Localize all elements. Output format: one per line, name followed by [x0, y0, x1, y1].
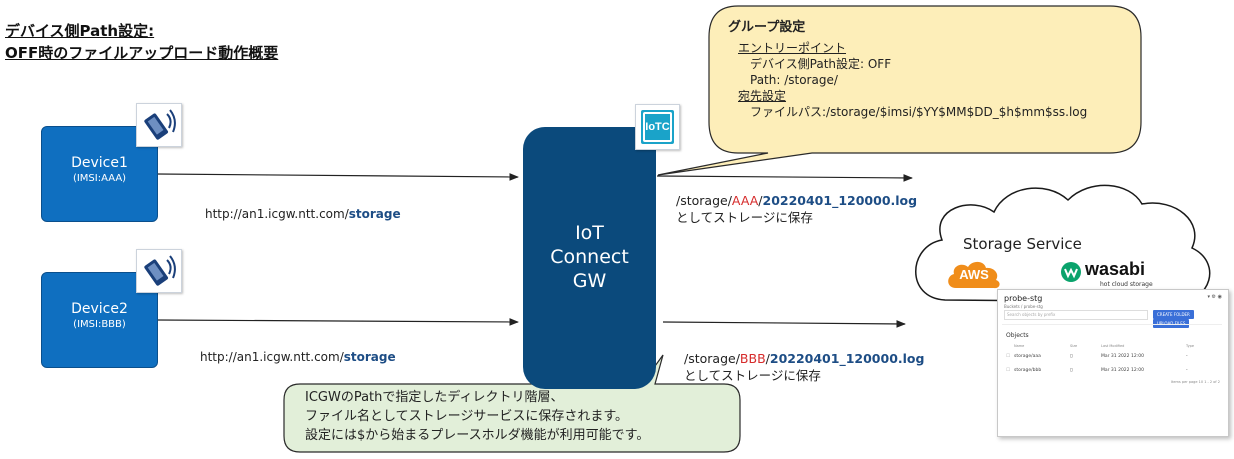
- iotc-badge-icon: IoTC: [635, 104, 680, 150]
- device1-url: http://an1.icgw.ntt.com/storage: [205, 207, 401, 221]
- row-modified: Mar 31 2022 12:00: [1101, 354, 1144, 359]
- wasabi-logo: wasabi hot cloud storage: [1060, 259, 1160, 290]
- col-name: Name: [1014, 344, 1025, 348]
- dest1-imsi: AAA: [731, 193, 759, 208]
- device2-url: http://an1.icgw.ntt.com/storage: [200, 350, 396, 364]
- bottom-note-line-3: 設定には$から始まるプレースホルダ機能が利用可能です。: [305, 428, 650, 443]
- wasabi-mark-icon: [1061, 262, 1081, 282]
- arrow-gw-storage-1: [656, 174, 913, 182]
- device1-url-prefix: http://an1.icgw.ntt.com/: [205, 207, 349, 221]
- console-bucket-name: probe-stg: [1004, 294, 1043, 303]
- row-checkbox[interactable]: ☐: [1006, 368, 1011, 373]
- device2-sim-icon: [136, 249, 182, 293]
- device1-url-path: storage: [348, 207, 401, 221]
- note-callout-shape: [283, 354, 741, 453]
- create-folder-button[interactable]: CREATE FOLDER: [1153, 310, 1194, 319]
- col-size: Size: [1070, 344, 1078, 348]
- row-type: -: [1186, 368, 1188, 373]
- dest2-prefix: /storage/: [684, 351, 740, 366]
- bottom-note: ICGWのPathで指定したディレクトリ階層、 ファイル名としてストレージサービ…: [305, 388, 649, 445]
- entry-point-label: エントリーポイント: [738, 41, 847, 55]
- storage-console-screenshot: probe-stg Buckets / probe-stg ▾ ⚙ ◉ Sear…: [997, 289, 1229, 437]
- dest2-file: 20220401_120000.log: [769, 351, 925, 366]
- device2-url-path: storage: [343, 350, 396, 364]
- title-line-2: OFF時のファイルアップロード動作概要: [5, 44, 279, 62]
- row-modified: Mar 31 2022 12:00: [1101, 368, 1144, 373]
- pagination: Items per page 10 1 - 2 of 2: [1170, 380, 1220, 384]
- dest1-suffix: としてストレージに保存: [676, 210, 813, 225]
- row-type: -: [1186, 354, 1188, 359]
- aws-logo-text: AWS: [959, 267, 989, 282]
- col-type: Type: [1186, 344, 1195, 348]
- console-buttons: CREATE FOLDER UPLOAD FILES: [1153, 310, 1228, 328]
- arrow-device1-gw: [156, 173, 519, 181]
- console-search-input[interactable]: Search objects by prefix: [1004, 310, 1148, 320]
- dest1-file: 20220401_120000.log: [762, 193, 918, 208]
- group-callout: グループ設定 エントリーポイント デバイス側Path設定: OFF Path: …: [728, 20, 1133, 120]
- entry-path: Path: /storage/: [750, 73, 838, 87]
- dest2-sep: /: [765, 351, 770, 366]
- storage-service-label: Storage Service: [963, 235, 1082, 253]
- gw-line-2: Connect: [550, 246, 629, 268]
- dest2-imsi: BBB: [739, 351, 766, 366]
- arrow-gw-storage-2: [662, 320, 906, 328]
- console-divider: [1002, 324, 1222, 325]
- aws-logo: AWS: [944, 258, 1004, 294]
- page-title: デバイス側Path設定: OFF時のファイルアップロード動作概要: [5, 20, 278, 64]
- row-checkbox[interactable]: ☐: [1006, 354, 1011, 359]
- console-breadcrumb: Buckets / probe-stg: [1004, 304, 1043, 309]
- arrow-device2-gw: [156, 318, 519, 326]
- dest1-prefix: /storage/: [676, 193, 732, 208]
- destination-label: 宛先設定: [738, 89, 787, 103]
- file-icon: ▯: [1070, 368, 1073, 373]
- gw-line-1: IoT: [575, 222, 604, 244]
- device2-url-prefix: http://an1.icgw.ntt.com/: [200, 350, 344, 364]
- wasabi-tagline: hot cloud storage: [1100, 281, 1153, 288]
- row-name: storage/aaa: [1014, 354, 1041, 359]
- group-callout-heading: グループ設定: [728, 20, 806, 35]
- wasabi-wordmark: wasabi: [1085, 259, 1146, 279]
- objects-heading: Objects: [1006, 332, 1029, 339]
- dest1-sep: /: [758, 193, 763, 208]
- destination-2: /storage/BBB/20220401_120000.log としてストレー…: [684, 350, 924, 384]
- dest2-suffix: としてストレージに保存: [684, 368, 821, 383]
- bottom-note-line-1: ICGWのPathで指定したディレクトリ階層、: [305, 390, 564, 405]
- device2-name: Device2: [71, 301, 128, 317]
- device2-imsi: (IMSI:BBB): [73, 319, 126, 330]
- destination-1: /storage/AAA/20220401_120000.log としてストレー…: [676, 192, 917, 226]
- file-icon: ▯: [1070, 354, 1073, 359]
- device1-name: Device1: [71, 155, 128, 171]
- upload-files-button[interactable]: UPLOAD FILES: [1153, 319, 1190, 328]
- group-callout-shape: [657, 5, 1142, 176]
- gw-line-3: GW: [572, 270, 607, 292]
- row-name: storage/bbb: [1014, 368, 1042, 373]
- console-toolbar-icons: ▾ ⚙ ◉: [1207, 294, 1222, 300]
- title-line-1: デバイス側Path設定:: [5, 22, 155, 40]
- iotc-badge-label: IoTC: [645, 114, 670, 140]
- entry-path-setting: デバイス側Path設定: OFF: [750, 57, 892, 71]
- device1-imsi: (IMSI:AAA): [72, 173, 127, 184]
- bottom-note-line-2: ファイル名としてストレージサービスに保存されます。: [305, 409, 629, 424]
- destination-file-path: ファイルパス:/storage/$imsi/$YY$MM$DD_$h$mm$ss…: [750, 105, 1088, 119]
- col-modified: Last Modified: [1101, 344, 1125, 348]
- device1-sim-icon: [136, 103, 182, 147]
- iot-connect-gateway: IoT Connect GW: [523, 127, 656, 389]
